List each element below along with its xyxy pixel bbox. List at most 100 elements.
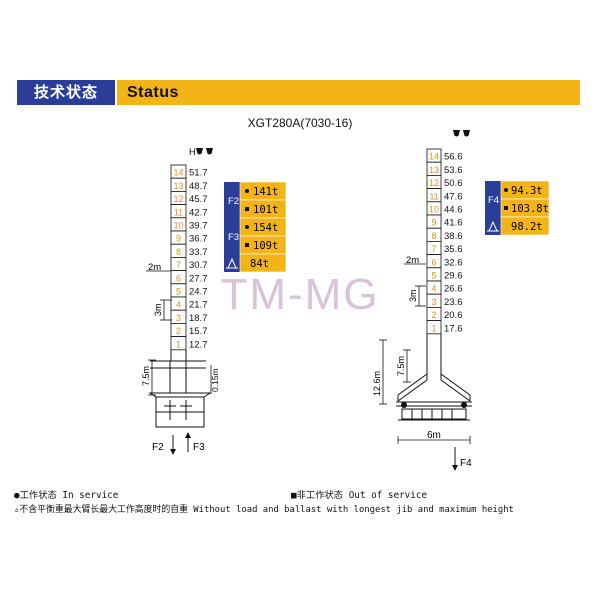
section-height: 29.6 [444, 271, 463, 282]
dim-7-5m-label: 7.5m [141, 366, 151, 386]
section-height: 39.7 [189, 221, 208, 232]
section-number: 14 [429, 152, 439, 162]
force-f2-label: F2 [152, 442, 164, 453]
section-height: 51.7 [189, 168, 208, 179]
section-height: 42.7 [189, 207, 208, 218]
section-number: 13 [429, 165, 439, 175]
section-height: 30.7 [189, 260, 208, 271]
section-number: 10 [173, 221, 183, 231]
f2-in-value: 141t [253, 186, 278, 198]
section-number: 2 [176, 326, 181, 336]
section-number: 14 [173, 168, 183, 178]
section-number: 12 [173, 194, 183, 204]
section-number: 1 [176, 339, 181, 349]
tower-section [426, 320, 442, 335]
f2-out-value: 101t [253, 204, 278, 216]
model-label: XGT280A(7030-16) [247, 116, 353, 130]
section-height: 17.6 [444, 323, 463, 334]
section-number: 3 [176, 313, 181, 323]
section-height: 33.7 [189, 247, 208, 258]
section-height: 41.6 [444, 218, 463, 229]
section-number: 8 [176, 247, 181, 257]
section-height: 45.7 [189, 194, 208, 205]
header-title-cn: 技术状态 [17, 80, 115, 105]
section-number: 3 [431, 297, 436, 307]
dim-3m-label: 3m [153, 303, 163, 316]
section-number: 12 [429, 178, 439, 188]
section-number: 1 [431, 323, 436, 333]
section-height: 56.6 [444, 152, 463, 163]
watermark: TM-MG [220, 270, 380, 319]
f3-in-value: 154t [253, 222, 278, 234]
section-number: 4 [431, 284, 436, 294]
section-height: 32.6 [444, 257, 463, 268]
in-service-dot-icon: ● [14, 490, 20, 501]
f3-label: F3 [228, 232, 239, 243]
section-height: 53.6 [444, 165, 463, 176]
legend-self-weight-text: 不含平衡重最大臂长最大工作高度时的自重 Without load and bal… [19, 505, 514, 515]
section-height: 47.6 [444, 191, 463, 202]
section-height: 27.7 [189, 273, 208, 284]
out-service-square-icon [504, 206, 508, 210]
legend-in-service: ●工作状态 In service [14, 487, 118, 501]
self-weight-icon: ▵ [14, 505, 20, 515]
dim-12-6m-label: 12.6m [372, 371, 382, 396]
legend-out-of-service: ■非工作状态 Out of service [291, 487, 427, 501]
section-number: 9 [176, 234, 181, 244]
legend-in-service-text: 工作状态 In service [19, 490, 119, 501]
section-height: 20.6 [444, 310, 463, 321]
anchor-bolt-icon [401, 402, 407, 408]
section-number: 13 [173, 181, 183, 191]
self-weight-value: 84t [250, 258, 269, 270]
out-service-square-icon: ■ [291, 490, 297, 501]
section-height: 36.7 [189, 234, 208, 245]
section-height: 15.7 [189, 326, 208, 337]
hook-icon [453, 130, 470, 137]
dim-6m-label: 6m [427, 430, 441, 441]
legend-self-weight: ▵不含平衡重最大臂长最大工作高度时的自重 Without load and ba… [14, 502, 514, 515]
in-service-dot-icon [245, 225, 249, 229]
dim-7-5m-right-label: 7.5m [396, 356, 406, 376]
force-f3-label: F3 [193, 442, 205, 453]
section-height: 21.7 [189, 300, 208, 311]
section-number: 7 [431, 244, 436, 254]
section-number: 10 [429, 205, 439, 215]
right-tower-base [396, 348, 472, 421]
header-title-en: Status [117, 80, 580, 105]
section-number: 2 [431, 310, 436, 320]
left-tower-base [148, 360, 212, 428]
section-height: 18.7 [189, 313, 208, 324]
dim-7-5m-right [403, 349, 411, 383]
dim-2m-right-label: 2m [406, 255, 419, 266]
dim-12-6m [379, 339, 387, 405]
section-height: 12.7 [189, 339, 208, 350]
in-service-dot-icon [245, 189, 249, 193]
section-number: 9 [431, 218, 436, 228]
section-number: 7 [176, 260, 181, 270]
dim-7-5m-left [148, 359, 156, 396]
section-number: 6 [431, 257, 436, 267]
section-number: 6 [176, 273, 181, 283]
section-height: 44.6 [444, 205, 463, 216]
section-number: 5 [176, 287, 181, 297]
force-f4-label: F4 [460, 458, 472, 469]
self-weight-icon [487, 220, 499, 232]
out-service-square-icon [245, 243, 249, 247]
out-service-square-icon [245, 207, 249, 211]
dim-3m-right [415, 285, 426, 307]
f4-out-value: 103.8t [511, 203, 549, 215]
hook-icon [196, 148, 213, 155]
section-height: 24.7 [189, 287, 208, 298]
self-weight-icon [226, 257, 238, 269]
section-number: 8 [431, 231, 436, 241]
f4-in-value: 94.3t [511, 185, 543, 197]
dim-2m-label: 2m [148, 262, 161, 273]
in-service-dot-icon [504, 188, 508, 192]
section-height: 50.6 [444, 178, 463, 189]
section-number: 4 [176, 300, 181, 310]
height-label: H [189, 147, 196, 157]
section-height: 26.6 [444, 284, 463, 295]
